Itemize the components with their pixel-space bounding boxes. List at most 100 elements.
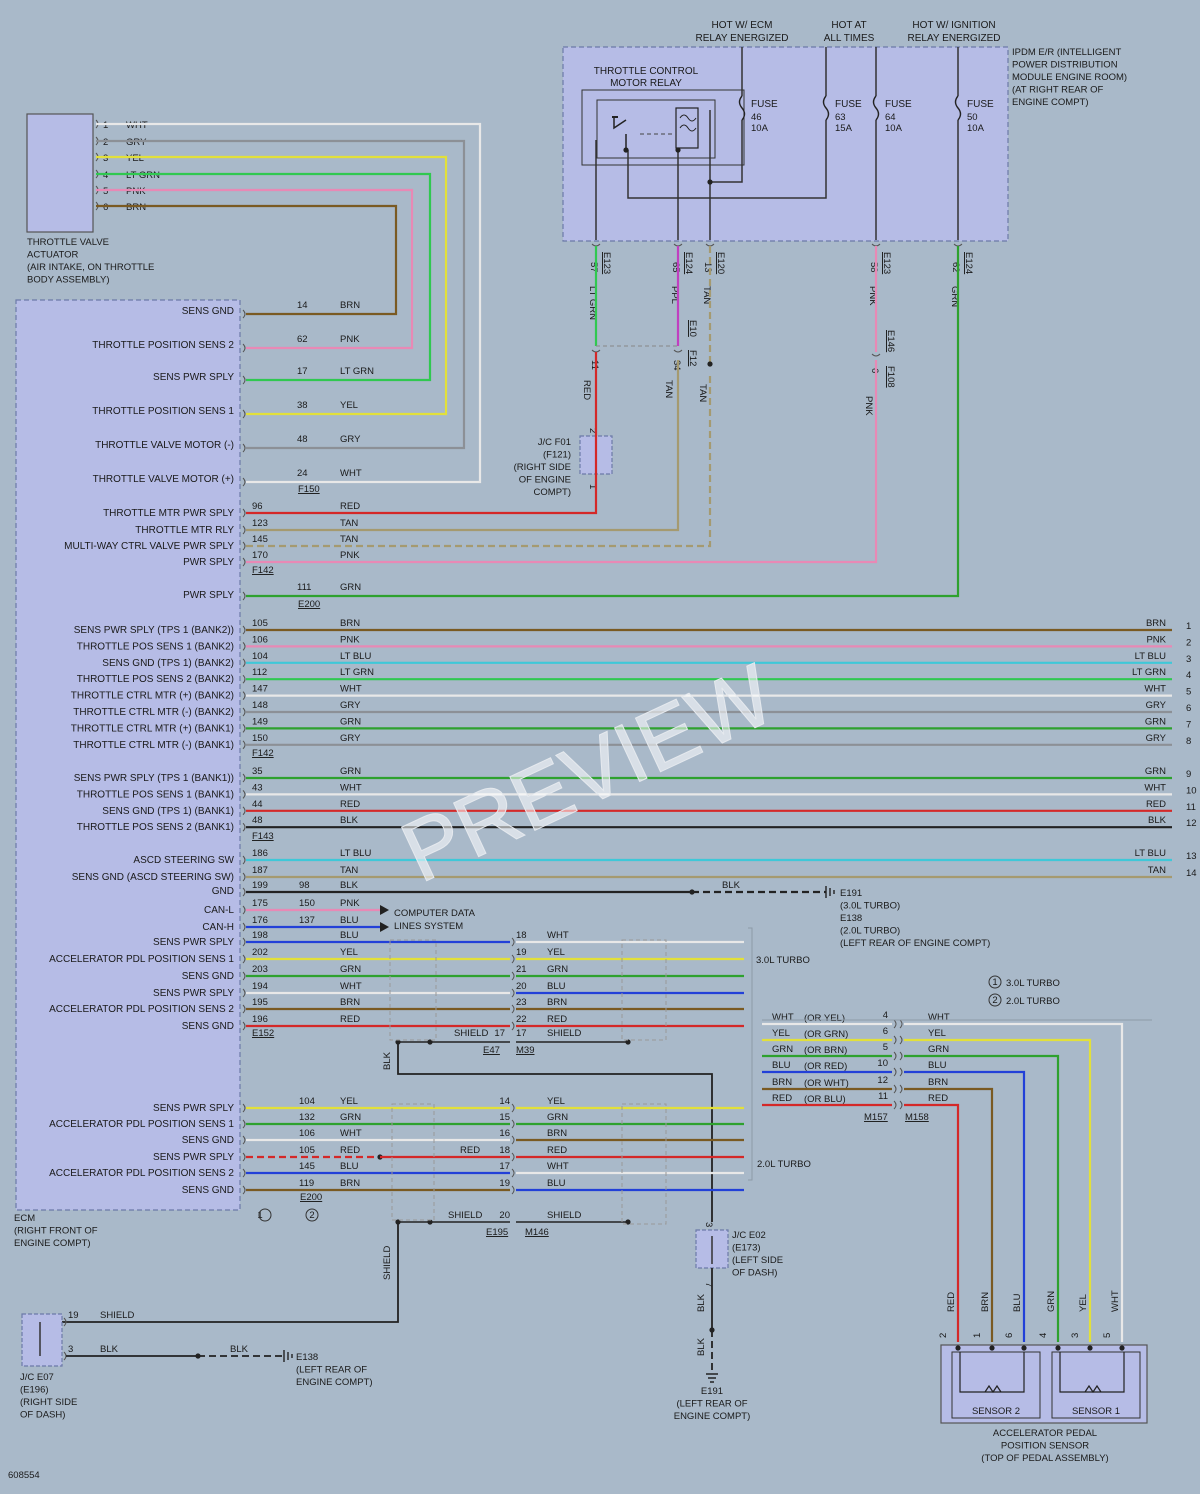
- ecm-pin-label: SENS GND: [182, 971, 234, 982]
- ecm-pin-label: MULTI-WAY CTRL VALVE PWR SPLY: [64, 541, 234, 552]
- wire-color-label: WHT: [772, 1012, 794, 1023]
- fuse-number: 64: [885, 112, 896, 123]
- wire-color-label: LT GRN: [340, 366, 374, 377]
- ground-description: ENGINE COMPT): [296, 1377, 373, 1388]
- wire-color-label: WHT: [340, 684, 362, 695]
- shield-drain-wire: [62, 1222, 399, 1323]
- wire-color-label: GRN: [547, 1112, 568, 1123]
- potentiometer-icon: [959, 1352, 1125, 1394]
- jc-e07-label: (RIGHT SIDE: [20, 1397, 77, 1408]
- ecm-pin-number: 137: [299, 915, 315, 926]
- ipdm-description: (AT RIGHT REAR OF: [1012, 85, 1104, 96]
- pin-mark: [242, 1103, 246, 1113]
- connector-pin: 12: [877, 1075, 888, 1086]
- ecm-pin-number: 145: [252, 534, 268, 545]
- splice-dot: [989, 1345, 995, 1351]
- wire-color-label: TAN: [1148, 865, 1166, 876]
- tva-wire-pnk: [96, 188, 414, 350]
- connector-id: E47: [483, 1045, 500, 1056]
- connector-id: F12: [687, 350, 698, 366]
- twisted-pair-shield: [391, 1103, 435, 1221]
- ecm-pin-label: THROTTLE CTRL MTR (-) (BANK1): [73, 740, 234, 751]
- pin-mark: [242, 971, 246, 981]
- wire-color-label: BRN: [340, 618, 360, 629]
- fuse-name: FUSE: [835, 99, 862, 110]
- connector-pin: 18: [499, 1145, 510, 1156]
- jc-e02-label: J/C E02: [732, 1230, 766, 1241]
- connector-id: E152: [252, 1028, 274, 1039]
- tva-description: BODY ASSEMBLY): [27, 275, 110, 286]
- pin-mark: [242, 309, 246, 319]
- ecm-pin-label: SENS PWR SPLY (TPS 1 (BANK2)): [74, 625, 234, 636]
- can-destination: LINES SYSTEM: [394, 921, 463, 932]
- ipdm-description: ENGINE COMPT): [1012, 97, 1089, 108]
- wire-color-label: GRN: [772, 1044, 793, 1055]
- wire-color-label: BLK: [340, 815, 359, 826]
- tva-wire-yel: [96, 155, 448, 416]
- harness-pin-number: 13: [1186, 851, 1197, 862]
- pin-mark: [63, 1351, 67, 1361]
- ecm-power-wire: [246, 372, 712, 548]
- wire-color-label: BLU: [547, 981, 566, 992]
- ecm-pin-number: 44: [252, 799, 263, 810]
- ecm-pin-label: SENS PWR SPLY (TPS 1 (BANK1)): [74, 773, 234, 784]
- note-circle: [258, 1208, 272, 1222]
- ecm-pin-label: THROTTLE POS SENS 2 (BANK1): [77, 822, 234, 833]
- harness-pin-number: 3: [1186, 654, 1191, 665]
- wire-color-label: YEL: [340, 1096, 358, 1107]
- pin-mark: [511, 1119, 515, 1129]
- relay-box: [581, 89, 745, 166]
- shield-label: SHIELD: [454, 1028, 488, 1039]
- shield-label: SHIELD: [547, 1210, 581, 1221]
- arrow-icon: [380, 905, 389, 915]
- ground-description: E138: [840, 913, 862, 924]
- connector-pin: 19: [516, 947, 527, 958]
- wire-color-label: PNK: [340, 898, 360, 909]
- ecm-pin-label: SENS GND (ASCD STEERING SW): [72, 872, 234, 883]
- pin-mark: [899, 1067, 903, 1077]
- ecm-pin-number: 175: [252, 898, 268, 909]
- jc-e02-label: OF DASH): [732, 1268, 777, 1279]
- ecm-pin-label: SENS GND (TPS 1) (BANK1): [102, 806, 234, 817]
- jc-e07-label: OF DASH): [20, 1410, 65, 1421]
- ecm-pin-number: 111: [297, 582, 311, 593]
- wire-color-label: LT BLU: [340, 848, 371, 859]
- ecm-pin-label: ASCD STEERING SW: [133, 855, 234, 866]
- wire-color-label: GRY: [1146, 733, 1167, 744]
- wire-color-label: BLU: [340, 930, 359, 941]
- wire-color-label: GRN: [547, 964, 568, 975]
- fuse-name: FUSE: [967, 99, 994, 110]
- arrow-icon: [380, 922, 389, 932]
- ecm-pin-label: ACCELERATOR PDL POSITION SENS 2: [49, 1004, 234, 1015]
- sensor-1-box: [1051, 1351, 1141, 1419]
- ecm-box: [15, 299, 241, 1211]
- pin-mark: [511, 1135, 515, 1145]
- ecm-power-wire: [246, 360, 680, 532]
- sensor-2-box: [951, 1351, 1041, 1419]
- harness-pin-number: 2: [1186, 637, 1191, 648]
- wire-color-label: TAN: [340, 865, 358, 876]
- wire-color-label: GRN: [1145, 766, 1166, 777]
- harness-pin-number: 9: [1186, 769, 1191, 780]
- ecm-pin-number: 96: [252, 501, 263, 512]
- ecm-pin-number: 48: [297, 434, 308, 445]
- wire-color-label: GRY: [1146, 700, 1167, 711]
- ecm-pin-number: 35: [252, 766, 263, 777]
- pin-mark: [242, 806, 246, 816]
- pin-mark: [511, 937, 515, 947]
- throttle-valve-actuator-box: [26, 113, 94, 233]
- fuse-amp: 10A: [751, 123, 769, 134]
- note-circle: [988, 993, 1002, 1007]
- pin-mark: [242, 887, 246, 897]
- wire-color-label: LT GRN: [126, 170, 160, 181]
- ecm-pin-label: CAN-L: [204, 905, 234, 916]
- internal-wire: [627, 120, 827, 199]
- sensor-wire: [904, 1087, 994, 1342]
- apps-description: ACCELERATOR PEDAL: [993, 1428, 1097, 1439]
- fuse-name: FUSE: [751, 99, 778, 110]
- connector-id: E195: [486, 1227, 508, 1238]
- ground-icon: [825, 886, 835, 898]
- sensor-name: SENSOR 2: [972, 1406, 1020, 1417]
- tva-wire-lt-grn: [96, 172, 432, 382]
